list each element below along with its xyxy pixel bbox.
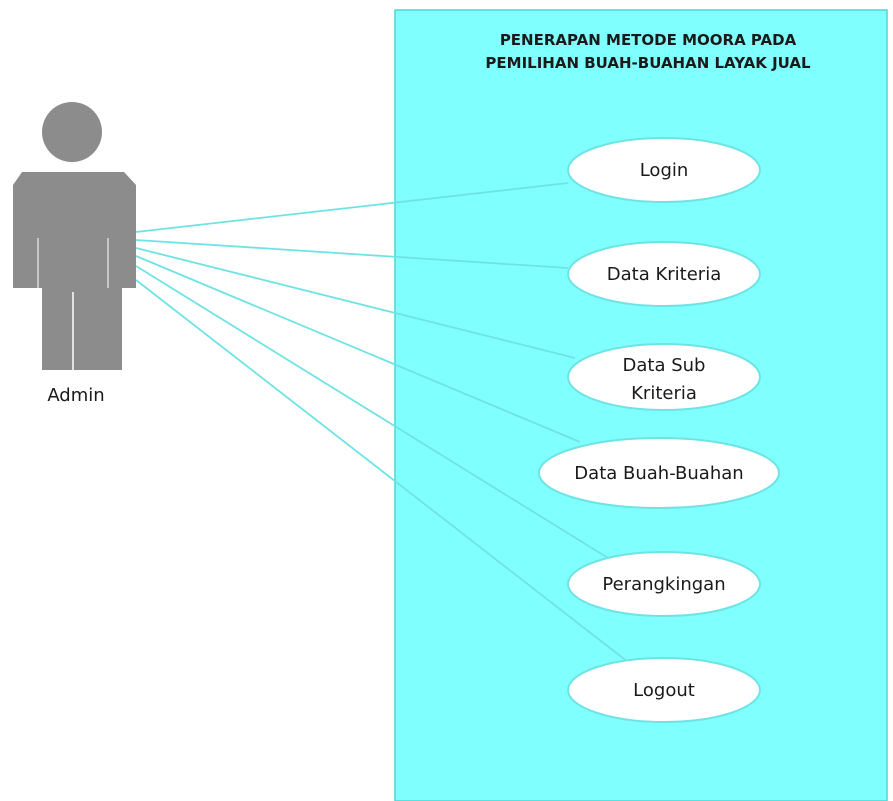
use-case-data-sub-kriteria-shape [567, 343, 761, 411]
use-case-logout: Logout [567, 657, 761, 723]
use-case-perangkingan-shape [567, 551, 761, 617]
association-perangkingan [135, 265, 609, 559]
use-case-logout-label: Logout [633, 680, 695, 701]
use-case-data-sub-kriteria-label-line-1: Data Sub [623, 355, 706, 376]
association-login [135, 182, 569, 233]
use-case-logout-shape [567, 657, 761, 723]
use-case-data-buah-buahan-label: Data Buah-Buahan [574, 463, 743, 484]
association-data-kriteria [135, 239, 569, 269]
use-case-login: Login [567, 137, 761, 203]
person-icon [13, 102, 136, 370]
system-title-line-1: PENERAPAN METODE MOORA PADA [500, 31, 797, 49]
use-case-data-sub-kriteria: Data Sub Kriteria [567, 343, 761, 411]
association-data-sub-kriteria [135, 247, 576, 359]
actor-label: Admin [47, 385, 104, 406]
use-case-login-label: Login [640, 160, 689, 181]
use-case-data-kriteria-shape [567, 241, 761, 307]
use-case-data-kriteria-label: Data Kriteria [607, 264, 721, 285]
use-case-data-sub-kriteria-label-line-2: Kriteria [631, 383, 697, 404]
use-case-login-shape [567, 137, 761, 203]
use-case-data-buah-buahan-shape [538, 437, 780, 509]
system-title-line-2: PEMILIHAN BUAH-BUAHAN LAYAK JUAL [485, 54, 811, 72]
use-case-data-kriteria: Data Kriteria [567, 241, 761, 307]
use-case-data-buah-buahan: Data Buah-Buahan [538, 437, 780, 509]
associations [135, 182, 629, 663]
actor-body [13, 172, 136, 370]
association-data-buah-buahan [135, 255, 581, 443]
actor-head [42, 102, 102, 162]
use-case-perangkingan-label: Perangkingan [602, 574, 725, 595]
association-logout [135, 279, 629, 663]
use-case-perangkingan: Perangkingan [567, 551, 761, 617]
